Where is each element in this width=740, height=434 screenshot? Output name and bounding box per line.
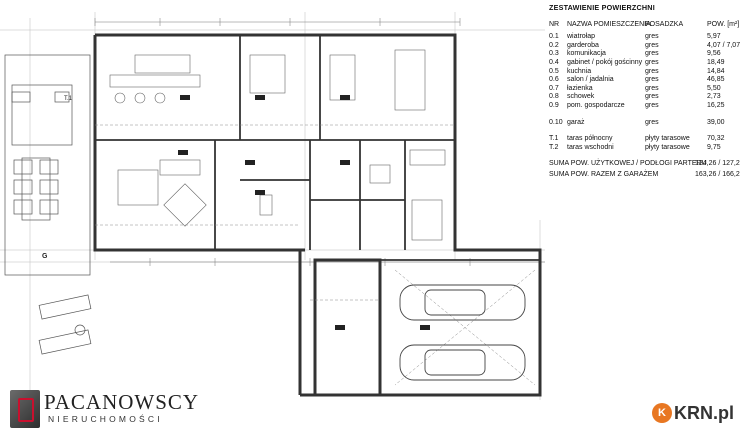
axis-label-g: G: [42, 253, 48, 260]
portal-badge-icon: K: [652, 403, 672, 423]
agency-logo: PACANOWSCY NIERUCHOMOŚCI: [4, 386, 198, 432]
interior-walls: [95, 35, 540, 261]
terrace-label: T.1: [64, 96, 73, 102]
grid-lines: [0, 12, 545, 400]
terrace-north: [4, 54, 91, 276]
furniture: [109, 49, 446, 241]
dashed-lines: [95, 124, 536, 386]
garage-cars: [399, 284, 526, 381]
portal-logo: K KRN.pl: [652, 402, 734, 424]
dimension-ticks: [94, 18, 545, 266]
header-name: NAZWA POMIESZCZENIA: [567, 20, 651, 28]
portal-name: KRN.pl: [674, 402, 734, 423]
room-markers: [178, 95, 430, 330]
header-floor: POSADZKA: [645, 20, 684, 28]
header-nr: NR: [549, 20, 560, 28]
area-legend: ZESTAWIENIE POWIERZCHNI NR NAZWA POMIESZ…: [549, 3, 740, 182]
header-area: POW. [m²]: [707, 20, 740, 28]
loungers: [38, 294, 92, 355]
legend-title: ZESTAWIENIE POWIERZCHNI: [549, 3, 655, 12]
legend-header: NR NAZWA POMIESZCZENIA POSADZKA POW. [m²…: [549, 20, 740, 30]
agency-name: PACANOWSCY: [44, 390, 200, 414]
agency-subtitle: NIERUCHOMOŚCI: [48, 414, 163, 424]
agency-logo-icon: [10, 390, 40, 428]
exterior-walls: [93, 33, 542, 397]
